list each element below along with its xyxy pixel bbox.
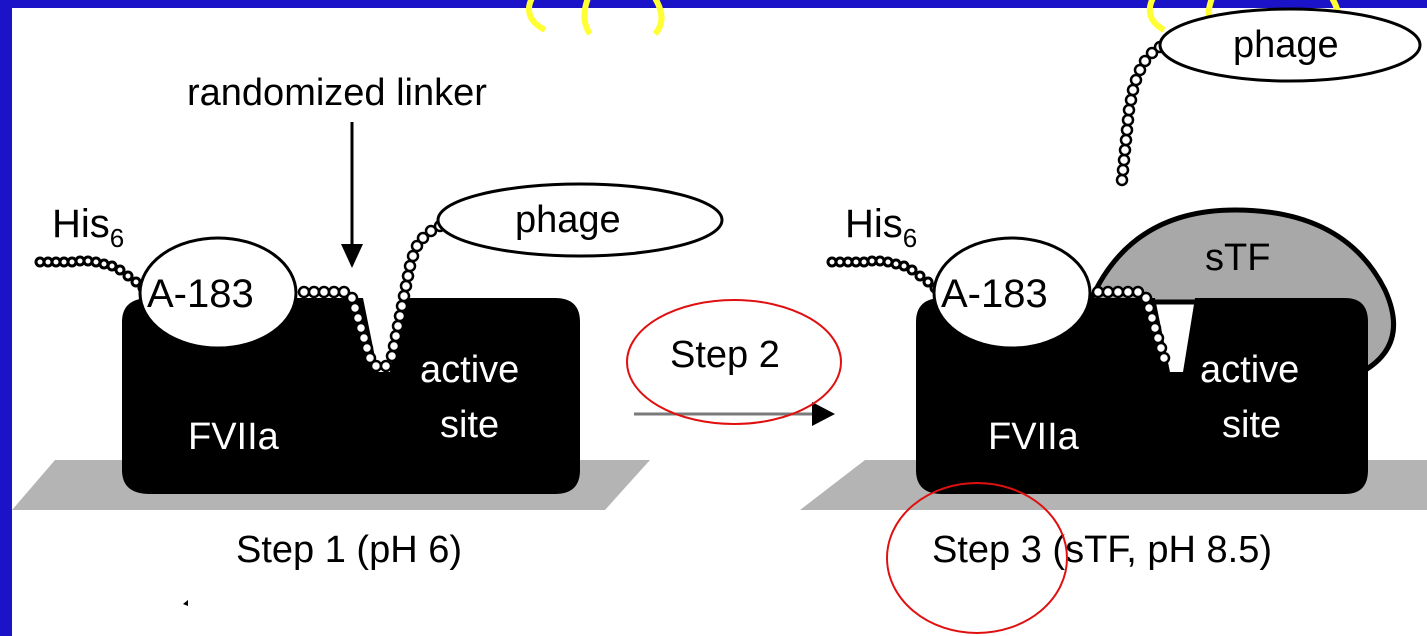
- annotation-circle-step2: [626, 299, 842, 425]
- phage-ellipse-right: [1158, 7, 1422, 83]
- fviia-label-right: FVIIa: [988, 416, 1080, 458]
- stray-mark: [183, 600, 188, 606]
- step2-transition: Step 2: [634, 334, 835, 426]
- his-tag-right: [826, 255, 941, 294]
- active-label-left: active: [420, 349, 519, 391]
- his-label-left: His6: [52, 202, 124, 253]
- phage-ellipse-left: [436, 182, 724, 258]
- a183-ellipse-left: [138, 236, 298, 350]
- step1-panel: randomized linker His6 A-183 phage FVIIa…: [12, 72, 724, 571]
- a183-label-right: A-183: [941, 272, 1048, 316]
- his-subscript-left: 6: [110, 223, 124, 253]
- linker-right: [1091, 285, 1171, 365]
- phage-label-right: phage: [1233, 24, 1339, 66]
- step2-label: Step 2: [670, 334, 780, 376]
- active-label-right: active: [1200, 349, 1299, 391]
- step2-arrow-head: [812, 402, 835, 426]
- phage-label-left: phage: [515, 199, 621, 241]
- linker-pointer-head: [341, 244, 363, 268]
- annotation-circle-step3: [886, 482, 1068, 634]
- his-label-right: His6: [845, 202, 917, 253]
- step1-caption: Step 1 (pH 6): [236, 529, 462, 571]
- site-label-right: site: [1222, 404, 1281, 446]
- randomized-linker-label: randomized linker: [187, 72, 487, 114]
- stf-label: sTF: [1205, 237, 1270, 279]
- a183-label-left: A-183: [147, 272, 254, 316]
- a183-ellipse-right: [932, 236, 1092, 350]
- step3-caption: Step 3 (sTF, pH 8.5): [932, 529, 1272, 571]
- site-label-left: site: [440, 404, 499, 446]
- his-subscript-right: 6: [903, 223, 917, 253]
- step3-panel: His6 A-183 phage sTF FVIIa active site S…: [800, 7, 1427, 571]
- linker-detached: [1115, 40, 1167, 187]
- fviia-label-left: FVIIa: [188, 416, 280, 458]
